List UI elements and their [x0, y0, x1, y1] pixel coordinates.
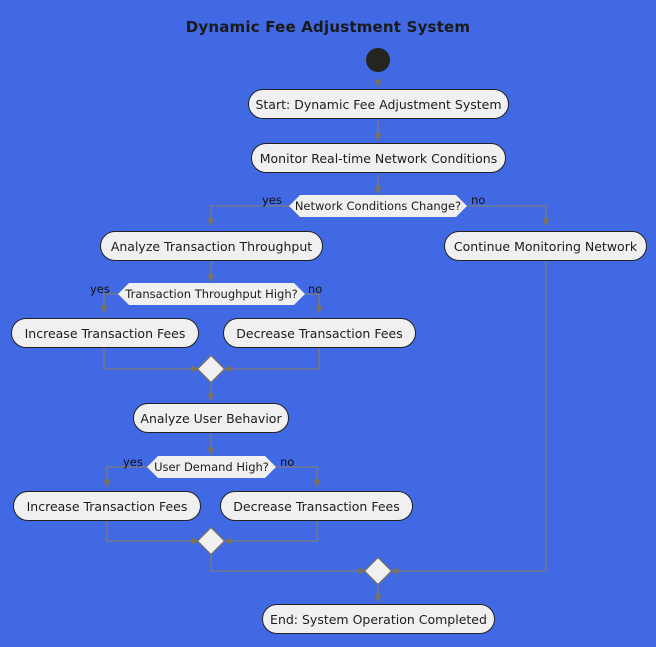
node-increase-fees-2-label: Increase Transaction Fees	[26, 498, 188, 514]
node-analyze-throughput-label: Analyze Transaction Throughput	[110, 238, 313, 254]
node-analyze-user-behavior-label: Analyze User Behavior	[140, 410, 282, 426]
node-continue-monitoring-label: Continue Monitoring Network	[453, 238, 638, 254]
node-decrease-fees-2-label: Decrease Transaction Fees	[233, 498, 400, 514]
node-analyze-throughput[interactable]: Analyze Transaction Throughput	[100, 231, 323, 261]
decision-user-demand-high[interactable]: User Demand High?	[147, 456, 276, 478]
node-start-activity[interactable]: Start: Dynamic Fee Adjustment System	[248, 89, 509, 119]
node-end-activity-label: End: System Operation Completed	[270, 611, 487, 627]
node-increase-fees-1[interactable]: Increase Transaction Fees	[11, 318, 199, 348]
node-decrease-fees-2[interactable]: Decrease Transaction Fees	[220, 491, 413, 521]
decision-transaction-throughput-high-label: Transaction Throughput High?	[125, 287, 298, 301]
node-start-activity-label: Start: Dynamic Fee Adjustment System	[255, 96, 502, 112]
node-monitor-network[interactable]: Monitor Real-time Network Conditions	[251, 143, 506, 173]
node-end-activity[interactable]: End: System Operation Completed	[262, 604, 495, 634]
node-increase-fees-1-label: Increase Transaction Fees	[24, 325, 186, 341]
decision-network-conditions-change[interactable]: Network Conditions Change?	[289, 195, 467, 217]
node-decrease-fees-1[interactable]: Decrease Transaction Fees	[223, 318, 416, 348]
branch-label-network-no: no	[471, 193, 486, 207]
decision-user-demand-high-label: User Demand High?	[154, 460, 269, 474]
node-decrease-fees-1-label: Decrease Transaction Fees	[236, 325, 403, 341]
node-monitor-network-label: Monitor Real-time Network Conditions	[259, 150, 498, 166]
branch-label-throughput-no: no	[308, 282, 323, 296]
decision-transaction-throughput-high[interactable]: Transaction Throughput High?	[118, 283, 305, 305]
branch-label-throughput-yes: yes	[90, 282, 110, 296]
branch-label-demand-yes: yes	[123, 455, 143, 469]
node-continue-monitoring[interactable]: Continue Monitoring Network	[444, 231, 647, 261]
page-title: Dynamic Fee Adjustment System	[185, 18, 471, 36]
node-analyze-user-behavior[interactable]: Analyze User Behavior	[133, 403, 289, 433]
decision-network-conditions-change-label: Network Conditions Change?	[294, 199, 462, 213]
start-node-icon	[366, 48, 390, 72]
branch-label-network-yes: yes	[262, 193, 282, 207]
branch-label-demand-no: no	[280, 455, 295, 469]
node-increase-fees-2[interactable]: Increase Transaction Fees	[13, 491, 201, 521]
